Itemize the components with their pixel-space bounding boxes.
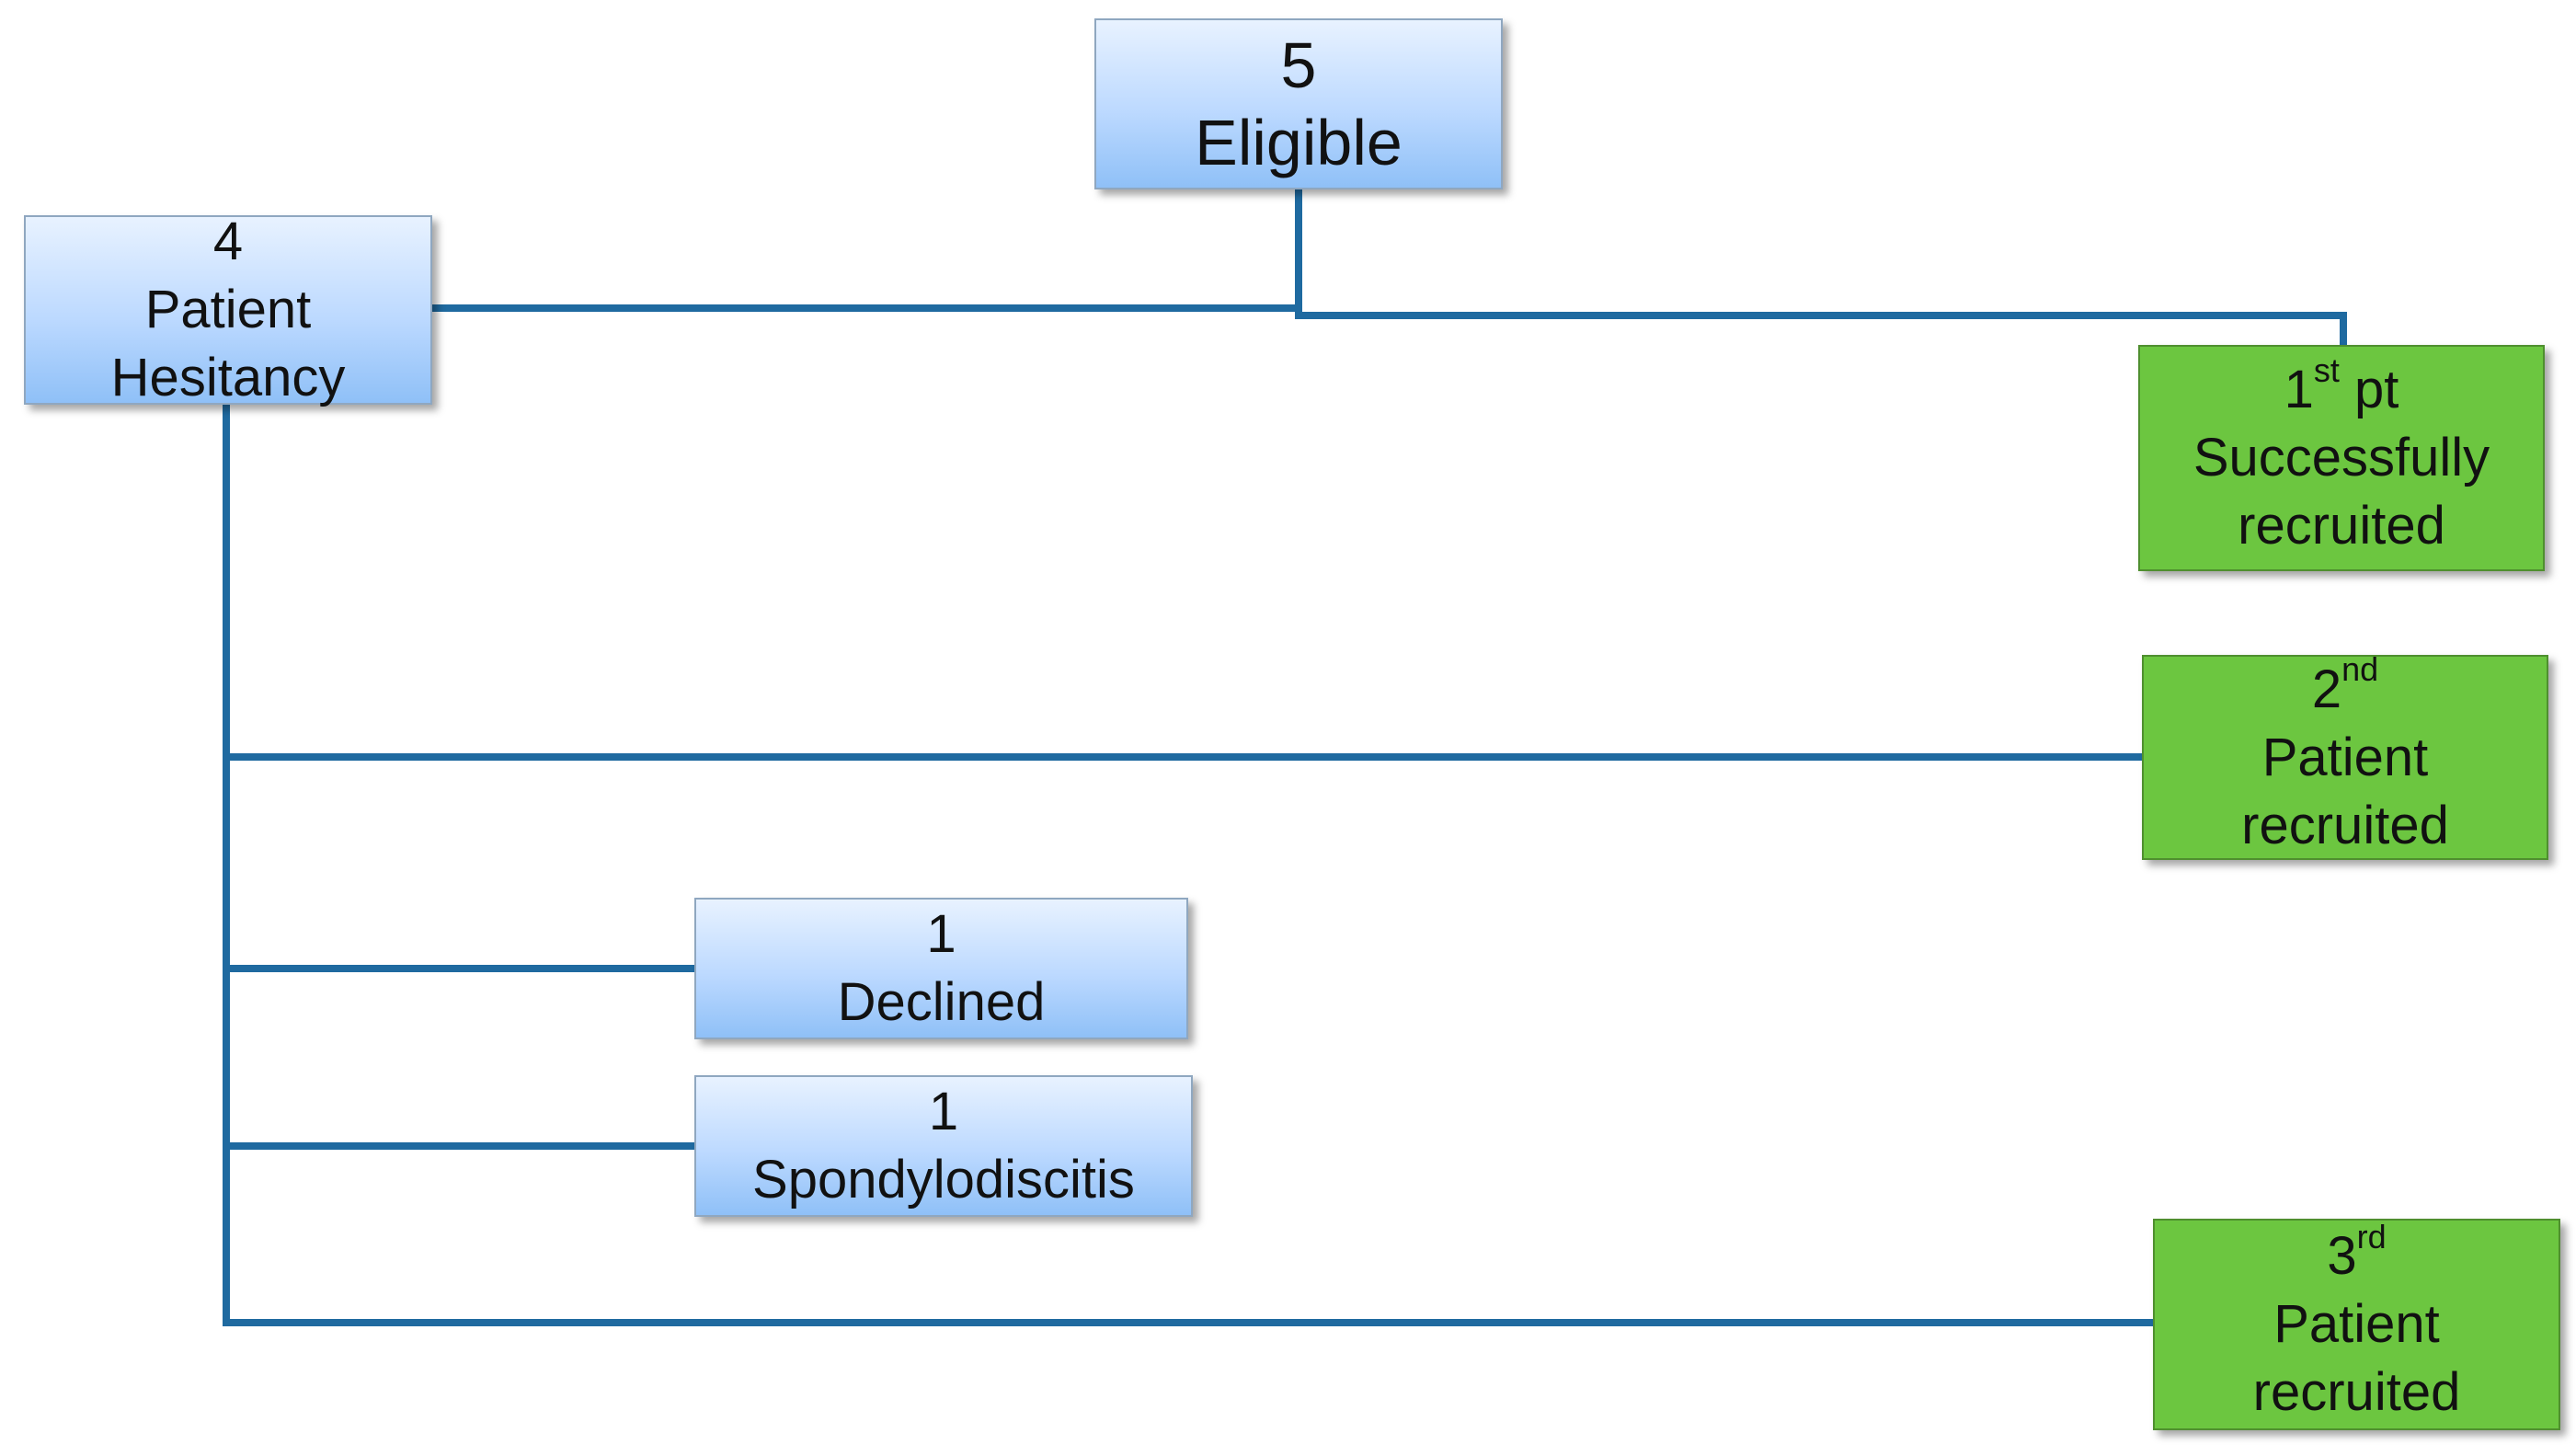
second-ordinal: 2nd [2311,653,2378,724]
hesitancy-label-line-1: Patient [144,280,312,339]
eligible-count: 5 [1280,29,1317,101]
second-patient-recruited-node: 2nd Patient recruited [2142,653,2548,860]
first-ordinal-number: 1 [2284,360,2314,419]
patient-hesitancy-node: 4 Patient Hesitancy [24,212,432,407]
first-ordinal-tail: pt [2339,360,2399,419]
eligible-node: 5 Eligible [1094,18,1503,189]
spondylodiscitis-label: Spondylodiscitis [752,1150,1135,1210]
third-ordinal-suffix: rd [2356,1217,2387,1255]
first-patient-recruited-node: 1st pt Successfully recruited [2138,345,2545,571]
first-ordinal: 1st pt [2284,353,2399,424]
spondylodiscitis-node: 1 Spondylodiscitis [694,1075,1193,1217]
first-ordinal-suffix: st [2313,350,2340,389]
third-label-line-2: recruited [2252,1362,2461,1422]
third-patient-recruited-node: 3rd Patient recruited [2153,1219,2560,1430]
hesitancy-label-line-2: Hesitancy [110,348,346,407]
third-ordinal: 3rd [2327,1220,2386,1290]
second-label-line-1: Patient [2261,727,2429,787]
declined-node: 1 Declined [694,898,1188,1039]
third-ordinal-number: 3 [2327,1226,2357,1286]
second-label-line-2: recruited [2241,795,2449,855]
hesitancy-count: 4 [212,212,244,271]
declined-count: 1 [926,904,956,964]
first-label-line-1: Successfully [2192,428,2490,487]
first-label-line-2: recruited [2238,496,2445,556]
eligible-label: Eligible [1195,107,1402,178]
third-label-line-1: Patient [2273,1294,2440,1354]
second-ordinal-suffix: nd [2341,650,2379,689]
second-ordinal-number: 2 [2311,659,2342,719]
declined-label: Declined [837,972,1046,1032]
spondylodiscitis-count: 1 [928,1082,959,1141]
